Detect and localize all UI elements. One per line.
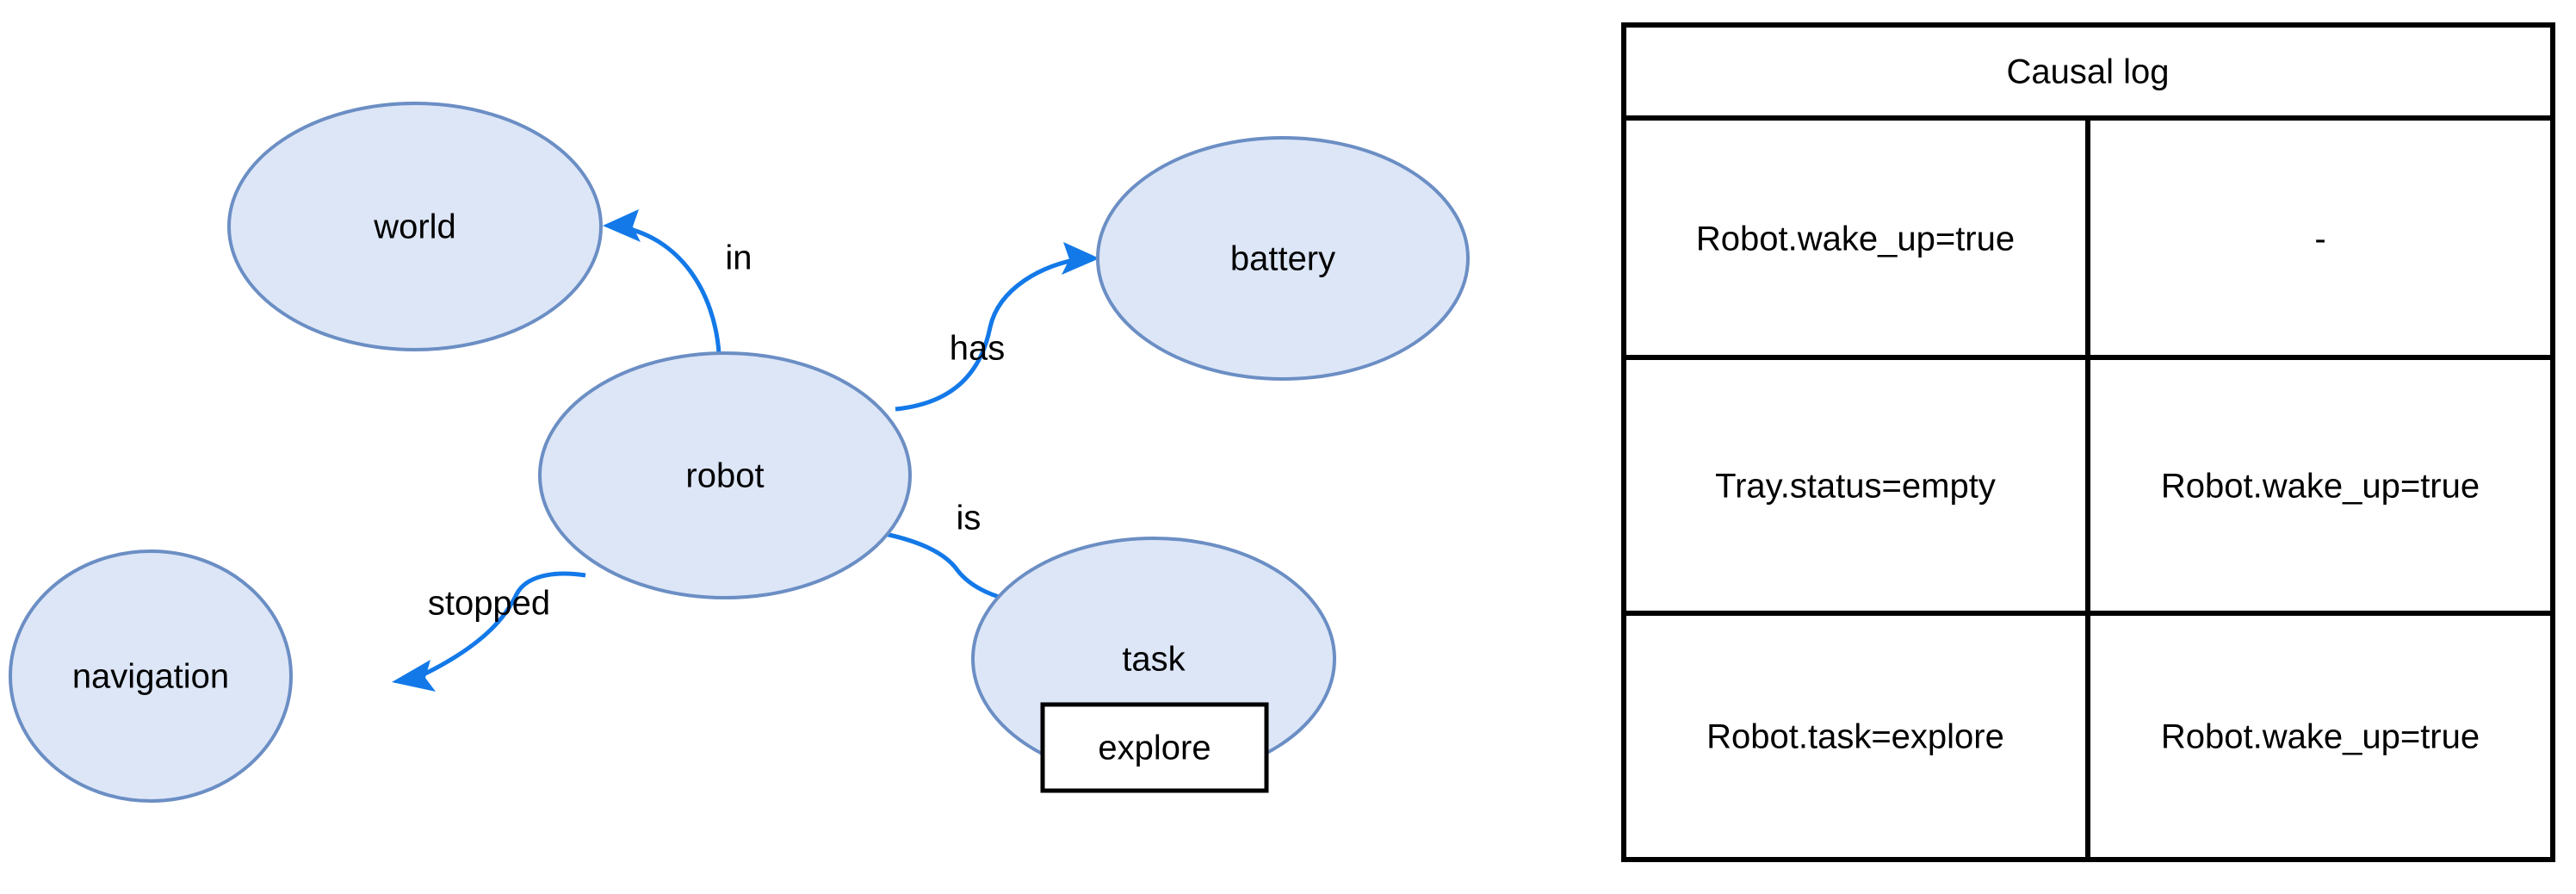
- edge-robot-has-battery[interactable]: [895, 242, 1099, 412]
- table-cell-cause: -: [2314, 220, 2325, 258]
- edge-path-stopped: [422, 571, 586, 677]
- table-cell-effect: Robot.wake_up=true: [1696, 220, 2015, 258]
- node-robot[interactable]: robot: [538, 351, 912, 599]
- table-title: Causal log: [2006, 53, 2169, 91]
- table-cell-cause: Robot.wake_up=true: [2161, 468, 2480, 506]
- node-label-world: world: [373, 208, 456, 246]
- node-world[interactable]: world: [227, 102, 603, 351]
- node-label-battery: battery: [1230, 240, 1335, 278]
- attribute-task-explore[interactable]: explore: [1040, 702, 1269, 793]
- attribute-label-explore: explore: [1098, 729, 1211, 767]
- node-ellipse-battery: [1096, 136, 1470, 381]
- node-ellipse-world: [227, 102, 603, 351]
- node-ellipse-navigation: [9, 549, 293, 803]
- node-battery[interactable]: battery: [1096, 136, 1470, 381]
- edge-label-is: is: [957, 500, 981, 537]
- table-cell-effect: Tray.status=empty: [1715, 468, 1996, 506]
- edge-label-has: has: [950, 330, 1006, 368]
- table-row[interactable]: Robot.wake_up=true -: [1696, 220, 2326, 258]
- edge-label-in: in: [725, 239, 752, 277]
- nodes-layer: world battery robot navigation task: [9, 102, 1470, 803]
- attribute-box-explore: [1040, 702, 1269, 793]
- arrow-head-has: [1062, 242, 1099, 275]
- edge-labels-layer: in has is stopped: [428, 239, 1005, 623]
- causal-log-table[interactable]: Causal log Robot.wake_up=true - Tray.sta…: [1621, 22, 2555, 862]
- edge-label-stopped: stopped: [428, 585, 550, 623]
- edge-path-has: [895, 256, 1084, 412]
- arrow-head-stopped: [392, 660, 436, 692]
- table-cell-effect: Robot.task=explore: [1706, 718, 2004, 756]
- node-label-navigation: navigation: [72, 658, 229, 696]
- table-row[interactable]: Robot.task=explore Robot.wake_up=true: [1706, 718, 2480, 756]
- arrow-head-in: [603, 209, 641, 242]
- edge-robot-in-world[interactable]: [603, 209, 721, 354]
- edge-path-in: [617, 224, 721, 354]
- table-row[interactable]: Tray.status=empty Robot.wake_up=true: [1715, 468, 2480, 506]
- node-label-task: task: [1122, 641, 1186, 679]
- node-label-robot: robot: [685, 457, 764, 495]
- node-navigation[interactable]: navigation: [9, 549, 293, 803]
- edge-robot-stopped-navigation[interactable]: [392, 571, 586, 692]
- node-ellipse-robot: [538, 351, 912, 599]
- table-cell-cause: Robot.wake_up=true: [2161, 718, 2480, 756]
